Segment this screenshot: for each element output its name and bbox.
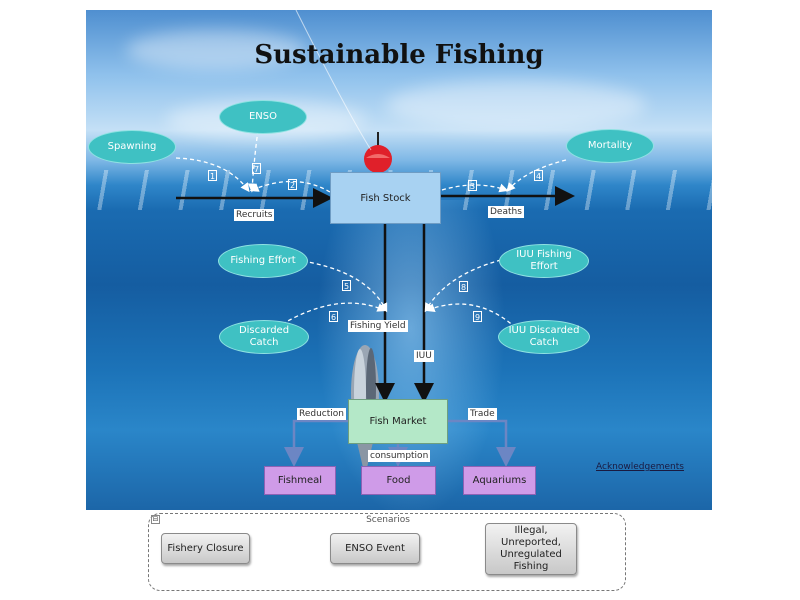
trade-flow — [448, 419, 516, 467]
reduction-flow — [284, 419, 348, 467]
enso-event-button[interactable]: ENSO Event — [330, 533, 420, 564]
fishing-line — [295, 10, 372, 151]
link-number-9: 9 — [473, 311, 482, 322]
connectors — [175, 10, 575, 467]
iuu-fishing-effort-node[interactable]: IUU Fishing Effort — [499, 244, 589, 278]
recruits-label: Recruits — [234, 209, 275, 221]
fishing-yield-label: Fishing Yield — [348, 320, 408, 332]
consumption-label: consumption — [368, 450, 431, 462]
enso-node[interactable]: ENSO — [219, 100, 307, 134]
cloud — [126, 30, 306, 70]
bobber-icon — [364, 132, 392, 172]
link-4 — [506, 159, 567, 192]
page-title: Sustainable Fishing — [254, 40, 544, 70]
cloud — [386, 80, 646, 130]
link-2 — [249, 180, 331, 193]
discarded-catch-node[interactable]: Discarded Catch — [219, 320, 309, 354]
link-1 — [175, 157, 250, 193]
fishmeal-node[interactable]: Fishmeal — [264, 466, 336, 495]
link-number-3: 3 — [468, 180, 477, 191]
link-number-6: 6 — [329, 311, 338, 322]
fishing-effort-link — [295, 259, 388, 313]
food-node[interactable]: Food — [361, 466, 436, 495]
link-number-8: 8 — [459, 281, 468, 292]
link-8 — [425, 303, 517, 329]
fish-market-node[interactable]: Fish Market — [348, 399, 448, 444]
fish-stock-node[interactable]: Fish Stock — [330, 172, 441, 224]
scenarios-panel: ⊟ Scenarios Fishery Closure ENSO Event I… — [148, 513, 626, 591]
aquariums-node[interactable]: Aquariums — [463, 466, 536, 495]
spawning-node[interactable]: Spawning — [88, 130, 176, 164]
link-number-1: 1 — [208, 170, 217, 181]
iuu-fishing-button[interactable]: Illegal, Unreported, Unregulated Fishing — [485, 523, 577, 575]
reduction-label: Reduction — [297, 408, 346, 420]
acknowledgements-link[interactable]: Acknowledgements — [596, 462, 684, 472]
link-number-7: 7 — [252, 163, 261, 174]
link-number-4: 4 — [534, 170, 543, 181]
link-5 — [275, 302, 387, 329]
link-number-5: 5 — [342, 280, 351, 291]
mortality-node[interactable]: Mortality — [566, 129, 654, 163]
fishery-closure-button[interactable]: Fishery Closure — [161, 533, 250, 564]
fishing-effort-node[interactable]: Fishing Effort — [218, 244, 308, 278]
link-7 — [247, 129, 259, 193]
link-number-2: 2 — [288, 179, 297, 190]
collapse-icon[interactable]: ⊟ — [151, 515, 160, 524]
iuu-effort-link — [424, 259, 502, 313]
deaths-label: Deaths — [488, 206, 524, 218]
iuu-label: IUU — [414, 350, 434, 362]
trade-label: Trade — [468, 408, 497, 420]
iuu-discarded-catch-node[interactable]: IUU Discarded Catch — [498, 320, 590, 354]
diagram-canvas: Sustainable Fishing Spawning ENSO Mortal… — [86, 10, 712, 510]
link-3 — [441, 183, 509, 193]
scenarios-title: Scenarios — [366, 515, 410, 525]
